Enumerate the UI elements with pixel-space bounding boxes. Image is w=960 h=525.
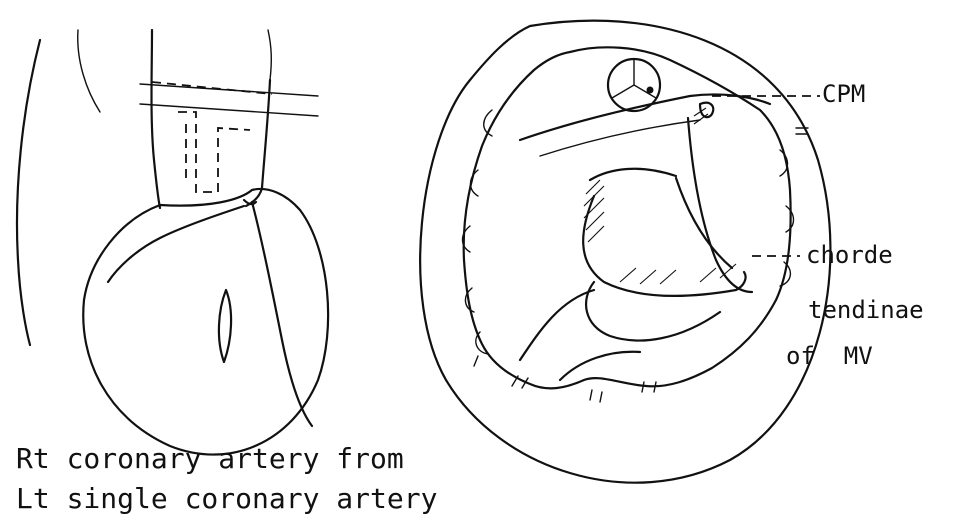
label-cpm: CPM (822, 80, 865, 108)
coronary-course-dashed (178, 112, 250, 192)
septal-defect-outline (586, 169, 720, 341)
label-tendinae: tendinae (808, 296, 924, 324)
heart-external-view (17, 30, 328, 455)
caption-line-2: Lt single coronary artery (16, 482, 437, 515)
aortic-valve-dot (647, 87, 654, 94)
caption-line-1: Rt coronary artery from (16, 442, 404, 475)
body-contour-left (17, 40, 40, 345)
ventriculotomy-slit (219, 290, 231, 362)
trabeculae-bumps-left (463, 110, 493, 354)
artery-trunk-right-wall (246, 80, 270, 206)
label-chorde: chorde (806, 241, 893, 269)
crossing-vessel-lower (140, 104, 318, 116)
heart-outline (83, 189, 328, 455)
chordae-line-1 (688, 118, 752, 292)
coronary-branch-right (252, 202, 312, 426)
coronary-branch-left (108, 206, 244, 282)
septal-band (520, 94, 770, 140)
opened-ventricle-view (420, 21, 830, 483)
vessel-curve-right-top (268, 30, 271, 80)
vessel-curve-top (78, 30, 100, 112)
artery-trunk-left-wall (152, 30, 161, 208)
hatching-septal (584, 180, 604, 242)
ventricle-inner-wall (464, 47, 791, 388)
lower-chamber-outline (520, 290, 640, 380)
label-of-mv: of MV (786, 342, 873, 370)
